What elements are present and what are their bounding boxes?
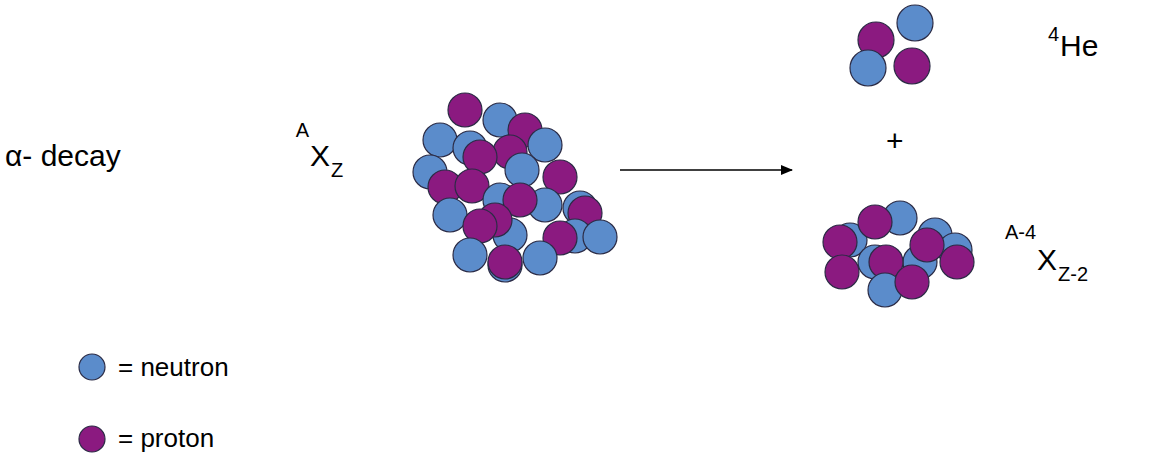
proton-circle xyxy=(940,245,974,279)
legend-swatch-circle xyxy=(79,354,105,380)
element-symbol: He xyxy=(1060,31,1098,61)
plus-sign: + xyxy=(886,126,904,156)
neutron-circle xyxy=(523,241,557,275)
neutron-circle xyxy=(453,238,487,272)
proton-circle xyxy=(910,228,944,262)
atomic-number: Z xyxy=(331,160,343,180)
legend-swatch xyxy=(77,352,107,382)
atomic-number: Z-2 xyxy=(1058,264,1088,284)
element-symbol: X xyxy=(1037,245,1057,275)
neutron-circle xyxy=(583,220,617,254)
mass-number: 4 xyxy=(1048,24,1059,44)
neutron-circle xyxy=(850,50,886,86)
legend-swatch-circle xyxy=(79,426,105,452)
neutron-circle xyxy=(423,123,457,157)
legend-swatch xyxy=(77,424,107,454)
mass-number: A-4 xyxy=(1005,222,1036,242)
reaction-arrow xyxy=(620,169,792,171)
element-symbol: X xyxy=(310,141,330,171)
neutron-circle xyxy=(897,5,933,41)
neutron-circle xyxy=(505,153,539,187)
mass-number: A xyxy=(296,120,309,140)
proton-circle xyxy=(894,48,930,84)
neutron-circle xyxy=(433,198,467,232)
nucleus-group xyxy=(413,5,974,307)
proton-circle xyxy=(488,245,522,279)
legend-text: = proton xyxy=(118,425,214,451)
legend-text: = neutron xyxy=(118,354,229,380)
proton-circle xyxy=(895,265,929,299)
proton-circle xyxy=(823,225,857,259)
decay-title: α- decay xyxy=(5,141,121,171)
proton-circle xyxy=(448,93,482,127)
proton-circle xyxy=(858,205,892,239)
proton-circle xyxy=(825,255,859,289)
